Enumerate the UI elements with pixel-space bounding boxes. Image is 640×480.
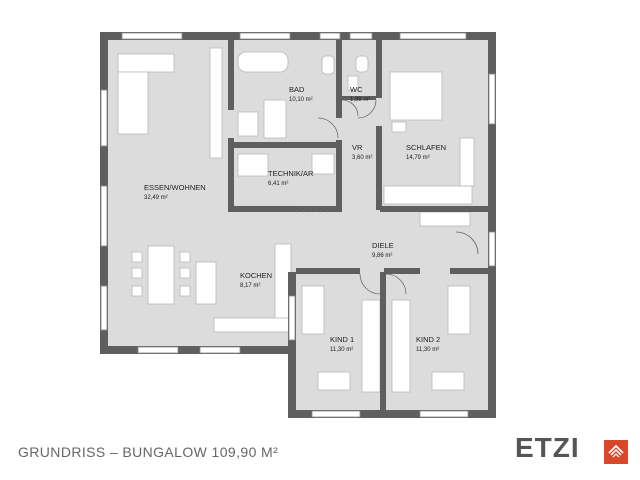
svg-text:KIND 1: KIND 1 xyxy=(330,335,354,344)
sofa xyxy=(117,53,175,73)
svg-text:6,41 m²: 6,41 m² xyxy=(268,181,288,187)
desk-kind2 xyxy=(431,371,465,391)
tv-cabinet xyxy=(209,47,223,159)
svg-text:11,30 m²: 11,30 m² xyxy=(330,347,353,353)
svg-text:3,60 m²: 3,60 m² xyxy=(352,155,372,161)
tech-unit xyxy=(237,153,269,177)
tech-unit-2 xyxy=(311,153,335,175)
toilet-bad xyxy=(321,55,335,75)
svg-text:32,49 m²: 32,49 m² xyxy=(144,195,168,201)
svg-text:9,86 m²: 9,86 m² xyxy=(372,253,392,259)
svg-text:14,79 m²: 14,79 m² xyxy=(406,155,430,161)
svg-text:DIELE: DIELE xyxy=(372,241,394,250)
label-wc: WC 1,88 m² xyxy=(350,85,370,103)
label-vr: VR 3,60 m² xyxy=(352,143,372,161)
wardrobe-kind1 xyxy=(361,299,381,393)
furniture xyxy=(117,47,475,393)
shower xyxy=(263,99,287,139)
bathtub xyxy=(237,51,289,73)
windows xyxy=(100,32,496,418)
diele-cabinet xyxy=(419,211,471,227)
svg-text:VR: VR xyxy=(352,143,363,152)
label-kochen: KOCHEN 8,17 m² xyxy=(240,271,272,289)
svg-text:1,88 m²: 1,88 m² xyxy=(350,97,370,103)
svg-text:SCHLAFEN: SCHLAFEN xyxy=(406,143,446,152)
house-logo-icon xyxy=(604,440,628,464)
svg-text:TECHNIK/AR: TECHNIK/AR xyxy=(268,169,314,178)
kitchen-counter-bottom xyxy=(213,317,291,333)
room-labels: BAD 10,10 m² WC 1,88 m² SCHLAFEN 14,79 m² V… xyxy=(144,85,446,353)
bed-kind2 xyxy=(447,285,471,335)
nightstand-1 xyxy=(391,121,407,133)
desk-kind1 xyxy=(317,371,351,391)
label-schlafen: SCHLAFEN 14,79 m² xyxy=(406,143,446,161)
floor-plan: BAD 10,10 m² WC 1,88 m² SCHLAFEN 14,79 m² V… xyxy=(100,32,496,418)
svg-text:10,10 m²: 10,10 m² xyxy=(289,97,313,103)
tech-hatch xyxy=(295,205,333,213)
plan-caption: GRUNDRISS – BUNGALOW 109,90 M² xyxy=(18,444,279,460)
bath-cabinet xyxy=(237,111,259,137)
sofa-chaise xyxy=(117,71,149,135)
label-kind1: KIND 1 11,30 m² xyxy=(330,335,354,353)
toilet-wc xyxy=(355,55,369,73)
svg-text:ESSEN/WOHNEN: ESSEN/WOHNEN xyxy=(144,183,206,192)
wardrobe-kind2 xyxy=(391,299,411,393)
label-diele: DIELE 9,86 m² xyxy=(372,241,394,259)
wc-basin xyxy=(347,75,359,91)
label-kind2: KIND 2 11,30 m² xyxy=(416,335,440,353)
brand-name: ETZI xyxy=(515,432,580,463)
svg-text:KOCHEN: KOCHEN xyxy=(240,271,272,280)
svg-text:KIND 2: KIND 2 xyxy=(416,335,440,344)
svg-text:11,30 m²: 11,30 m² xyxy=(416,347,439,353)
label-bad: BAD 10,10 m² xyxy=(289,85,313,103)
svg-text:8,17 m²: 8,17 m² xyxy=(240,283,260,289)
dining-table xyxy=(147,245,175,305)
label-essen-wohnen: ESSEN/WOHNEN 32,49 m² xyxy=(144,183,206,201)
double-bed xyxy=(389,71,443,121)
bed-kind1 xyxy=(301,285,325,335)
label-technik: TECHNIK/AR 6,41 m² xyxy=(268,169,314,187)
bedroom-shelf xyxy=(459,137,475,187)
wardrobe xyxy=(383,185,473,205)
kitchen-island xyxy=(195,261,217,305)
svg-text:BAD: BAD xyxy=(289,85,305,94)
doors xyxy=(317,99,479,295)
svg-text:WC: WC xyxy=(350,85,363,94)
